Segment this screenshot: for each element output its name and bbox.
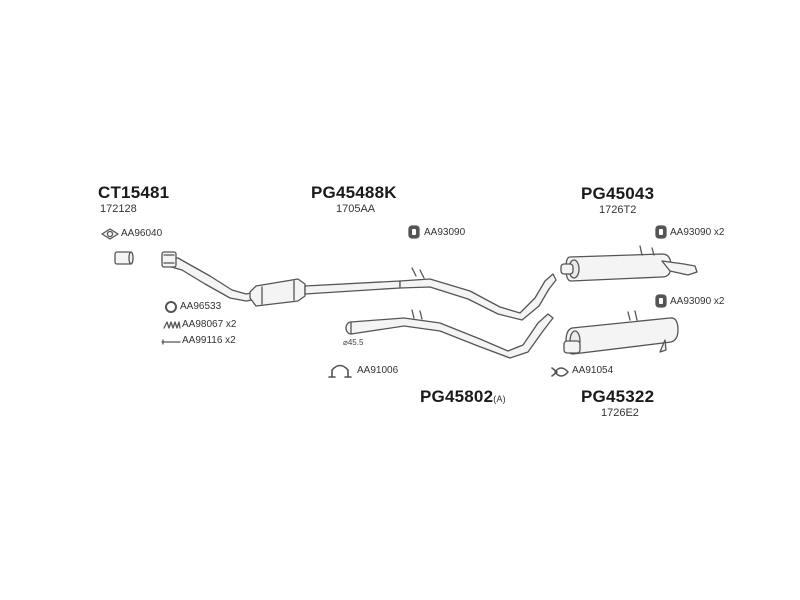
- bolt-icon: [161, 339, 181, 345]
- spring-icon: [163, 321, 181, 329]
- rear-silencer-part-number: PG45322: [581, 387, 655, 406]
- rear-silencer-drawing: [563, 310, 679, 355]
- middle-pipe-part-number-text: PG45802: [420, 387, 494, 406]
- hanger-rear-icon: [655, 294, 667, 308]
- rear-silencer-oe-ref: 1726E2: [601, 407, 639, 419]
- o-ring-label: AA96533: [180, 301, 222, 312]
- hanger-rear-label: AA93090 x2: [670, 296, 725, 307]
- o-ring-icon: [165, 301, 177, 313]
- clamp-middle-label: AA91006: [357, 365, 399, 376]
- middle-pipe-suffix: (A): [493, 394, 506, 404]
- connector-icon: [114, 251, 134, 265]
- front-pipe-drawing: [161, 251, 259, 302]
- front-pipe-rear-section: [399, 267, 557, 321]
- front-pipe-part-number: PG45488K: [311, 183, 397, 202]
- gasket-catalyst-label: AA96040: [121, 228, 163, 239]
- front-pipe-oe-ref: 1705AA: [336, 203, 376, 215]
- middle-silencer-part-number: PG45043: [581, 184, 655, 203]
- gasket-icon: [101, 228, 119, 240]
- middle-pipe-drawing: [345, 309, 554, 359]
- catalyst-part-number: CT15481: [98, 183, 170, 202]
- catalyst-drawing: [249, 278, 401, 307]
- bolt-label: AA99116 x2: [182, 335, 236, 346]
- catalyst-oe-ref: 172128: [100, 203, 137, 215]
- hanger-middle-icon: [655, 225, 667, 239]
- middle-pipe-diameter: ⌀45.5: [343, 338, 364, 347]
- clamp-middle-icon: [328, 364, 352, 378]
- middle-pipe-part-number: PG45802(A): [420, 388, 506, 405]
- clamp-rear-icon: [551, 367, 569, 377]
- clamp-rear-label: AA91054: [572, 365, 614, 376]
- spring-label: AA98067 x2: [182, 319, 237, 330]
- middle-silencer-drawing: [560, 245, 698, 282]
- hanger-front-label: AA93090: [424, 227, 466, 238]
- hanger-front-icon: [408, 225, 420, 239]
- hanger-middle-label: AA93090 x2: [670, 227, 725, 238]
- middle-silencer-oe-ref: 1726T2: [599, 204, 637, 216]
